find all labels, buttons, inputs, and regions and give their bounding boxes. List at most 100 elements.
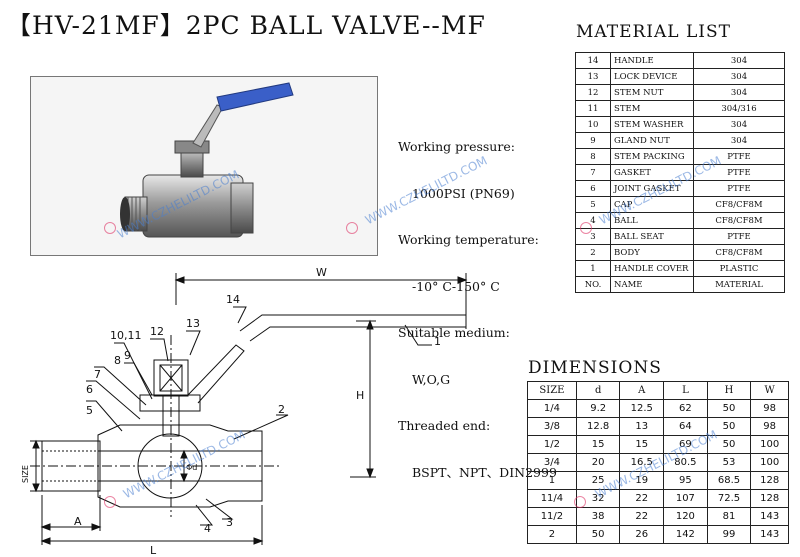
dimensions-cell: 12.8: [575, 417, 621, 436]
material-value-cell: 304: [693, 116, 785, 133]
material-no-cell: 7: [575, 164, 611, 181]
pressure-label: Working pressure:: [398, 139, 515, 154]
dimensions-cell: 12.5: [619, 399, 665, 418]
threaded-end-label: Threaded end:: [398, 418, 491, 433]
material-value-cell: 304: [693, 68, 785, 85]
material-no-cell: 6: [575, 180, 611, 197]
dimensions-cell: 128: [750, 489, 789, 508]
dimensions-header-cell: A: [619, 381, 665, 400]
dimensions-cell: 3/8: [527, 417, 577, 436]
pressure-value: 1000PSI (PN69): [412, 185, 515, 201]
material-value-cell: 304: [693, 84, 785, 101]
dim-label-h: H: [356, 389, 364, 402]
temperature-label: Working temperature:: [398, 232, 539, 247]
material-value-cell: CF8/CF8M: [693, 244, 785, 261]
dim-label-w: W: [316, 266, 327, 279]
dimensions-cell: 143: [750, 507, 789, 526]
dimensions-cell: 2: [527, 525, 577, 544]
threaded-end-value: BSPT、NPT、DIN2999: [412, 464, 557, 480]
material-list-title: MATERIAL LIST: [576, 22, 731, 42]
watermark-logo-icon: [104, 222, 116, 234]
material-name-cell: HANDLE: [610, 52, 694, 69]
material-value-cell: CF8/CF8M: [693, 212, 785, 229]
dimensions-cell: 1/4: [527, 399, 577, 418]
material-name-cell: STEM WASHER: [610, 116, 694, 133]
dim-label-a: A: [74, 515, 82, 528]
material-no-cell: 12: [575, 84, 611, 101]
material-name-cell: STEM PACKING: [610, 148, 694, 165]
dimensions-header-cell: SIZE: [527, 381, 577, 400]
dimensions-cell: 50: [706, 399, 752, 418]
dimensions-cell: 15: [575, 435, 621, 454]
dimensions-cell: 38: [575, 507, 621, 526]
material-name-cell: STEM NUT: [610, 84, 694, 101]
dimensions-cell: 95: [663, 471, 708, 490]
part-label-5: 5: [86, 404, 93, 417]
part-label-9: 9: [124, 349, 131, 362]
dimensions-cell: 50: [575, 525, 621, 544]
dimensions-cell: 22: [619, 489, 665, 508]
material-no-cell: 13: [575, 68, 611, 85]
material-value-cell: MATERIAL: [693, 276, 785, 293]
material-value-cell: 304: [693, 52, 785, 69]
material-no-cell: 10: [575, 116, 611, 133]
dim-label-l: L: [150, 544, 157, 557]
valve-photo-illustration: [120, 82, 294, 238]
dimensions-header-cell: H: [706, 381, 752, 400]
dimensions-cell: 100: [750, 435, 789, 454]
material-name-cell: LOCK DEVICE: [610, 68, 694, 85]
material-name-cell: BODY: [610, 244, 694, 261]
material-name-cell: GLAND NUT: [610, 132, 694, 149]
part-label-13: 13: [186, 317, 200, 330]
medium-value: W,O,G: [412, 371, 451, 387]
dim-label-size: SIZE: [21, 465, 30, 483]
material-value-cell: PTFE: [693, 228, 785, 245]
material-no-cell: NO.: [575, 276, 611, 293]
material-value-cell: CF8/CF8M: [693, 196, 785, 213]
dim-label-d: Φd: [186, 463, 197, 472]
material-name-cell: NAME: [610, 276, 694, 293]
dimensions-header-cell: W: [750, 381, 789, 400]
product-photo: [30, 76, 378, 256]
valve-cross-section-drawing: W H L A Φd SIZE 1 2 3 4 5 6 7 8 9 10,11 …: [21, 266, 468, 557]
dimensions-cell: 120: [663, 507, 708, 526]
dimensions-cell: 107: [663, 489, 708, 508]
part-label-12: 12: [150, 325, 164, 338]
dimensions-cell: 142: [663, 525, 708, 544]
part-label-3: 3: [226, 516, 233, 529]
watermark-logo-icon: [346, 222, 358, 234]
dimensions-title: DIMENSIONS: [528, 358, 662, 378]
temperature-value: -10° C-150° C: [412, 278, 500, 294]
dimensions-cell: 143: [750, 525, 789, 544]
specs-block: Working pressure: 1000PSI (PN69) Working…: [398, 108, 557, 496]
dimensions-cell: 62: [663, 399, 708, 418]
material-no-cell: 14: [575, 52, 611, 69]
material-no-cell: 1: [575, 260, 611, 277]
part-label-4: 4: [204, 522, 211, 535]
watermark-logo-icon: [104, 496, 116, 508]
material-no-cell: 8: [575, 148, 611, 165]
dimensions-cell: 98: [750, 399, 789, 418]
material-name-cell: HANDLE COVER: [610, 260, 694, 277]
material-name-cell: STEM: [610, 100, 694, 117]
dimensions-cell: 22: [619, 507, 665, 526]
part-label-14: 14: [226, 293, 240, 306]
material-value-cell: 304/316: [693, 100, 785, 117]
material-name-cell: BALL SEAT: [610, 228, 694, 245]
dimensions-cell: 98: [750, 417, 789, 436]
